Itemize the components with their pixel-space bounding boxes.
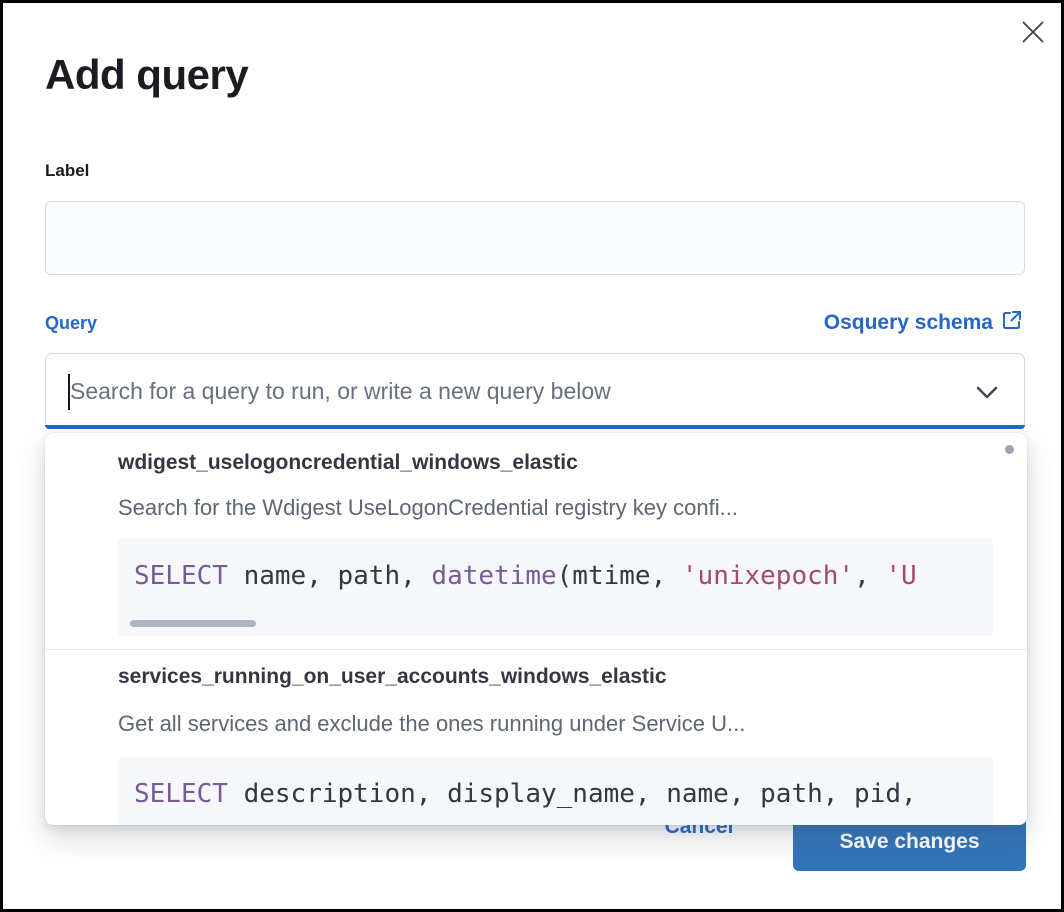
option-divider (45, 649, 1027, 650)
close-button[interactable] (1017, 17, 1049, 49)
query-search-combobox (45, 353, 1025, 429)
query-suggestions-dropdown: wdigest_uselogoncredential_windows_elast… (45, 433, 1027, 825)
query-search-input[interactable] (70, 354, 930, 428)
query-option-description: Search for the Wdigest UseLogonCredentia… (118, 495, 738, 520)
label-input[interactable] (45, 201, 1025, 275)
page-title: Add query (45, 51, 249, 98)
query-option-title: wdigest_uselogoncredential_windows_elast… (118, 451, 578, 474)
query-option-1[interactable]: wdigest_uselogoncredential_windows_elast… (45, 433, 1027, 649)
query-option-title: services_running_on_user_accounts_window… (118, 665, 667, 688)
query-option-code-block: SELECT description, display_name, name, … (118, 757, 993, 825)
external-link-icon (1001, 309, 1023, 337)
text-cursor (68, 374, 70, 410)
query-option-description: Get all services and exclude the ones ru… (118, 711, 746, 736)
query-field-label: Query (45, 313, 98, 333)
osquery-schema-link-label: Osquery schema (823, 311, 993, 334)
sql-code: SELECT description, display_name, name, … (134, 779, 917, 809)
sql-code: SELECT name, path, datetime(mtime, 'unix… (134, 561, 917, 591)
focus-underline (45, 425, 1025, 429)
query-option-2[interactable]: services_running_on_user_accounts_window… (45, 650, 1027, 825)
label-field-label: Label (45, 161, 90, 180)
osquery-schema-link[interactable]: Osquery schema (824, 309, 1023, 337)
vertical-scrollbar-thumb[interactable] (1005, 445, 1014, 454)
chevron-down-icon[interactable] (976, 386, 998, 404)
close-icon (1020, 19, 1046, 48)
query-option-code-block: SELECT name, path, datetime(mtime, 'unix… (118, 539, 993, 636)
horizontal-scrollbar-thumb[interactable] (130, 620, 256, 627)
